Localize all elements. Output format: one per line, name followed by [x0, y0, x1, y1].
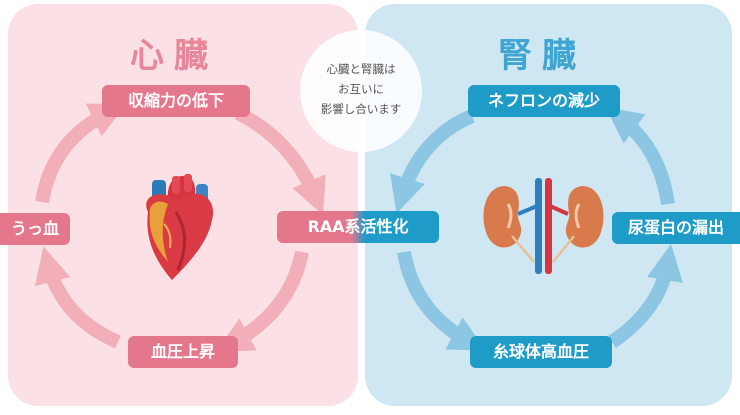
- arrow-kidney-top-to-raa: [390, 109, 475, 214]
- kidney-illustration-icon: [483, 178, 604, 274]
- heart-title: 心臓: [130, 36, 218, 76]
- kidney-title: 腎臓: [498, 36, 586, 76]
- label-raa-activation: RAA系活性化: [277, 211, 439, 243]
- label-blood-pressure-rise: 血圧上昇: [128, 336, 238, 368]
- arrow-kidney-right-to-top: [605, 107, 675, 206]
- label-glomerular-hypertension: 糸球体高血圧: [470, 336, 612, 368]
- label-nephron-loss: ネフロンの減少: [468, 85, 620, 117]
- label-urinary-protein-leak: 尿蛋白の漏出: [612, 212, 740, 244]
- arrow-kidney-raa-to-bottom: [397, 250, 487, 351]
- arrow-heart-raa-to-bottom: [215, 250, 309, 352]
- bubble-line-3: 影響し合います: [320, 102, 402, 116]
- bubble-line-2: お互いに: [338, 82, 384, 96]
- arrow-heart-left-to-top: [35, 103, 127, 204]
- arrow-kidney-bottom-to-right: [608, 244, 683, 348]
- bubble-line-1: 心臓と腎臓は: [326, 62, 396, 76]
- label-contractility-decline: 収縮力の低下: [102, 85, 250, 117]
- heart-illustration-icon: [146, 174, 214, 280]
- center-note-bubble: 心臓と腎臓は お互いに 影響し合います: [300, 30, 422, 152]
- arrow-heart-bottom-to-left: [34, 246, 121, 349]
- arrow-heart-top-to-raa: [234, 106, 326, 215]
- label-congestion: うっ血: [0, 213, 70, 245]
